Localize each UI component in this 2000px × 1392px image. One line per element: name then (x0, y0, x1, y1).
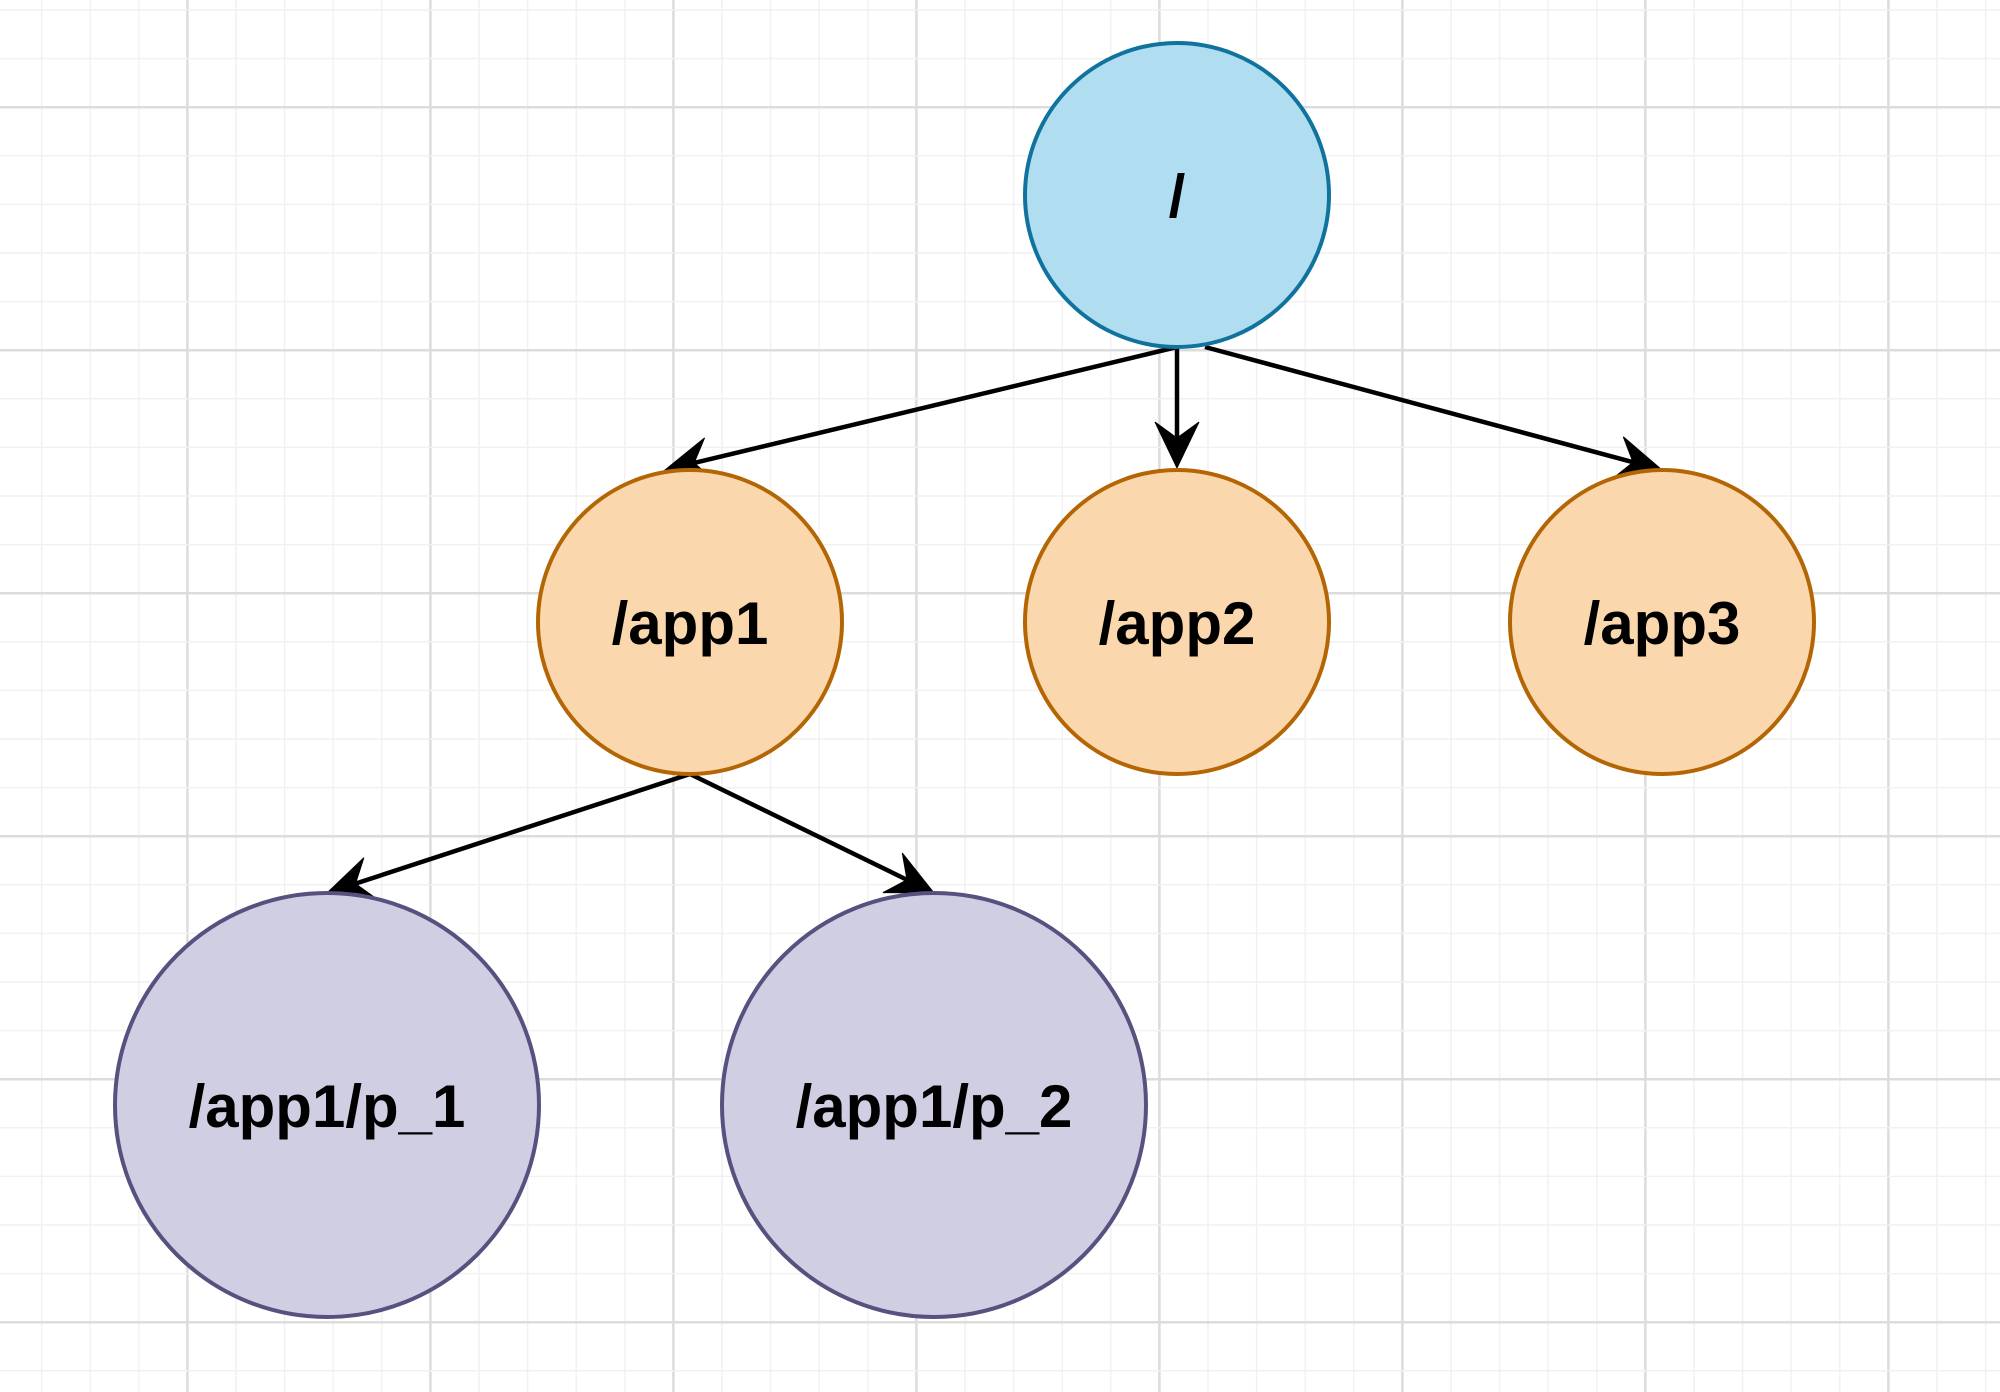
edge-line (1204, 344, 1634, 465)
node-app1[interactable]: /app1 (536, 468, 844, 776)
node-app1-circle (536, 468, 844, 776)
node-app3[interactable]: /app3 (1508, 468, 1816, 776)
node-app1-p1[interactable]: /app1/p_1 (113, 891, 541, 1319)
node-app2-circle (1023, 468, 1331, 776)
node-root[interactable]: / (1023, 41, 1331, 349)
node-app2[interactable]: /app2 (1023, 468, 1331, 776)
edge-app1-p2[interactable] (689, 771, 936, 894)
arrowhead-icon (1154, 421, 1200, 470)
node-app1-p2-label: /app1/p_2 (796, 1073, 1073, 1140)
node-app3-circle (1508, 468, 1816, 776)
arrowhead-icon (882, 852, 936, 894)
node-root-circle (1023, 41, 1331, 349)
node-app3-label: /app3 (1584, 590, 1741, 657)
nodes-layer: / /app1 /app2 /app3 /app1/p_1 /app1/p_2 (113, 41, 1816, 1319)
node-app1-p2-circle (720, 891, 1148, 1319)
node-app1-p1-circle (113, 891, 541, 1319)
edge-root-app3[interactable] (1204, 344, 1664, 480)
edge-root-app1[interactable] (663, 344, 1178, 482)
edge-line (693, 344, 1178, 466)
node-app1-label: /app1 (612, 590, 769, 657)
edge-line (689, 771, 909, 882)
node-app1-p2[interactable]: /app1/p_2 (720, 891, 1148, 1319)
node-app1-p1-label: /app1/p_1 (189, 1073, 466, 1140)
node-app2-label: /app2 (1099, 590, 1256, 657)
node-root-label: / (1169, 163, 1186, 230)
edge-root-app2[interactable] (1154, 347, 1200, 470)
edge-line (354, 771, 691, 886)
